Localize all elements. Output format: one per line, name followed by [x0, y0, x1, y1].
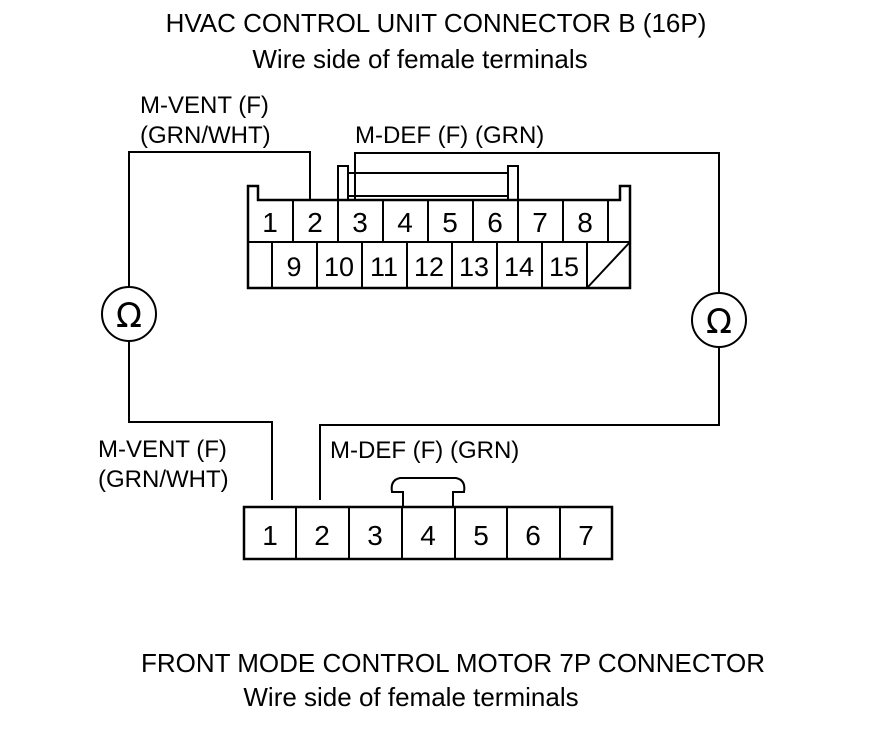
top-pin-12: 12	[414, 252, 444, 282]
top-pin-13: 13	[459, 252, 489, 282]
top-pin-4: 4	[397, 207, 413, 238]
top-connector-subtitle: Wire side of female terminals	[252, 44, 587, 74]
top-right-label: M-DEF (F) (GRN)	[355, 122, 544, 149]
top-pin-3: 3	[352, 207, 368, 238]
top-pin-9: 9	[286, 252, 301, 282]
top-pin-15: 15	[549, 252, 579, 282]
bottom-pin-6: 6	[525, 520, 541, 551]
bottom-pin-5: 5	[473, 520, 489, 551]
top-pin-1: 1	[262, 207, 278, 238]
bottom-left-label-line1: M-VENT (F)	[98, 436, 227, 463]
top-left-label-line1: M-VENT (F)	[140, 92, 269, 119]
top-pin-14: 14	[504, 252, 534, 282]
bottom-pin-3: 3	[367, 520, 383, 551]
top-pin-10: 10	[324, 252, 354, 282]
top-pin-11: 11	[370, 252, 398, 282]
bottom-connector-title: FRONT MODE CONTROL MOTOR 7P CONNECTOR	[141, 648, 765, 678]
bottom-connector-7p: 1 2 3 4 5 6 7	[242, 477, 614, 561]
top-connector-16p: 1 2 3 4 5 6 7 8 9 10 11 12 13 14 15	[246, 165, 632, 290]
left-ohm-symbol: Ω	[116, 296, 142, 336]
top-pin-5: 5	[442, 207, 458, 238]
right-ohmmeter-icon: Ω	[691, 292, 747, 348]
bottom-pin-7: 7	[578, 520, 594, 551]
bottom-pin-1: 1	[262, 520, 278, 551]
bottom-connector-subtitle: Wire side of female terminals	[243, 682, 578, 712]
bottom-pin-2: 2	[314, 520, 330, 551]
wire-m-def	[319, 152, 720, 500]
top-pin-8: 8	[577, 207, 593, 238]
top-pin-7: 7	[532, 207, 548, 238]
bottom-right-label: M-DEF (F) (GRN)	[330, 437, 519, 464]
wire-m-vent	[128, 151, 311, 500]
top-connector-title: HVAC CONTROL UNIT CONNECTOR B (16P)	[166, 8, 707, 38]
top-pin-6: 6	[487, 207, 503, 238]
bottom-pin-4: 4	[420, 520, 436, 551]
bottom-left-label-line2: (GRN/WHT)	[98, 466, 229, 493]
left-ohmmeter-icon: Ω	[101, 286, 157, 342]
right-ohm-symbol: Ω	[706, 302, 732, 342]
top-left-label-line2: (GRN/WHT)	[140, 122, 271, 149]
top-pin-2: 2	[307, 207, 323, 238]
